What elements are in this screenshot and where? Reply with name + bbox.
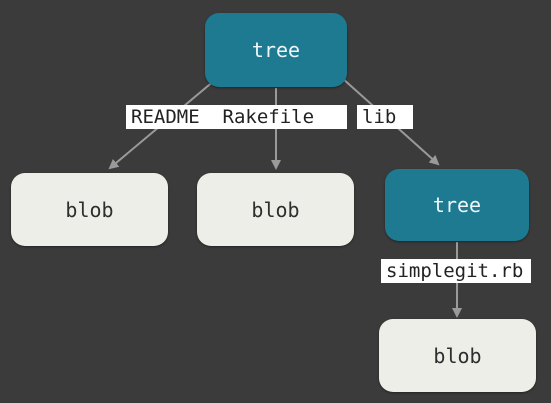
simplegit-blob-node: blob xyxy=(379,319,536,392)
edge-label-lib: lib xyxy=(357,105,413,129)
edge-label-readme-rakefile: README Rakefile xyxy=(126,105,347,129)
root-tree-node: tree xyxy=(205,13,347,87)
rakefile-blob-node: blob xyxy=(197,173,354,246)
lib-tree-node: tree xyxy=(385,169,529,241)
readme-blob-node: blob xyxy=(11,173,168,246)
edge-label-simplegit: simplegit.rb xyxy=(381,259,531,283)
